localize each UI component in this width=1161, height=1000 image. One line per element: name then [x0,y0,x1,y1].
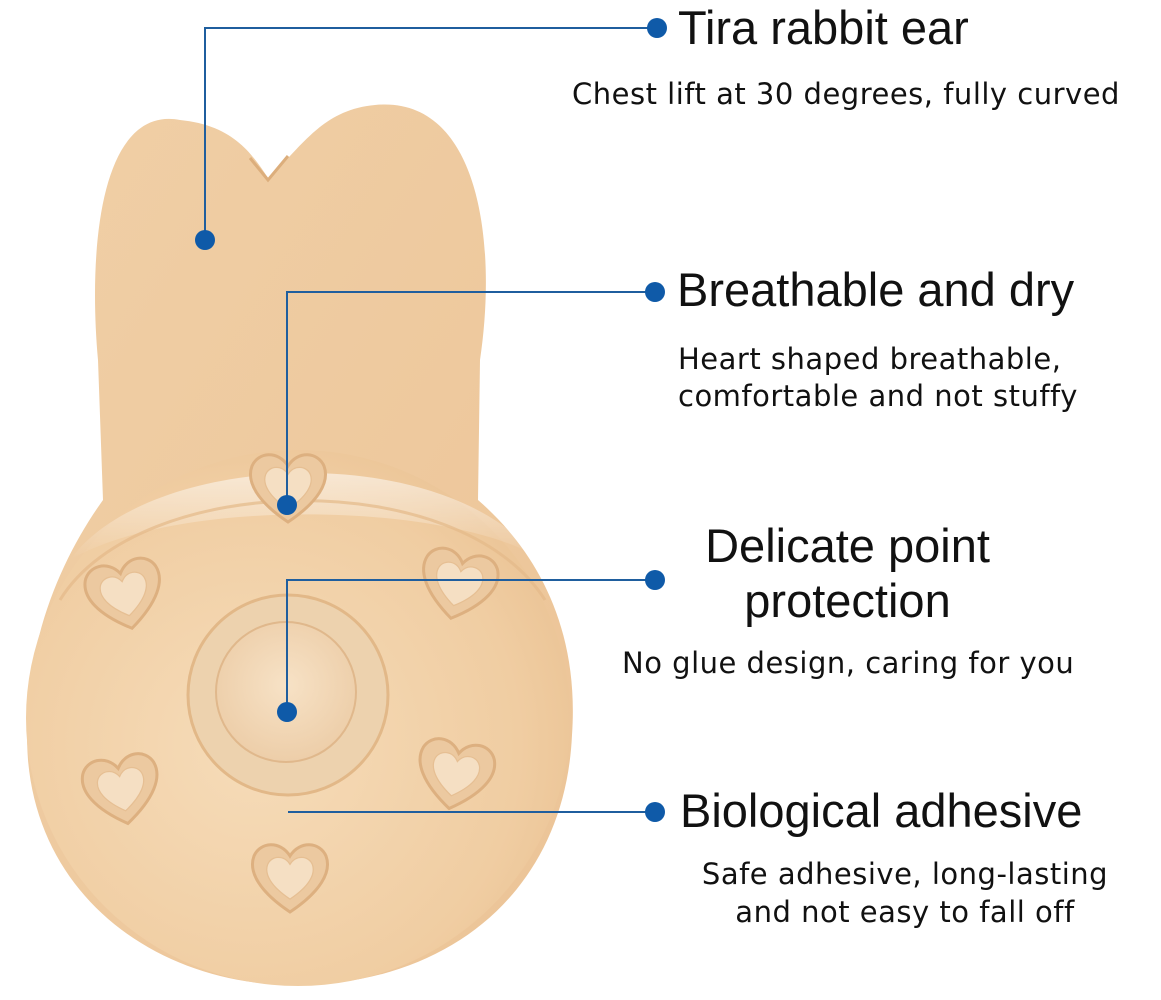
feature-description: comfortable and not stuffy [678,379,1078,413]
feature-description: and not easy to fall off [735,895,1075,929]
leader-line-ear [204,27,655,240]
feature-title: Breathable and dry [677,263,1075,316]
feature-description: No glue design, caring for you [622,646,1075,680]
callout-dot-breathable-end [645,282,665,302]
callout-dot-point-end [645,570,665,590]
breathable-hearts [80,453,500,914]
feature-title: Delicate point [705,519,990,572]
callout-dot-ear-end [647,18,667,38]
callout-leaders [195,18,667,822]
feature-title: Tira rabbit ear [678,1,969,54]
cup-shine [70,473,535,560]
callout-dot-point-start [277,702,297,722]
callout-dot-adhesive-end [645,802,665,822]
leader-line-breathable [286,291,655,505]
heart-hole-inner-icon [432,751,481,797]
heart-hole-inner-icon [266,856,314,900]
heart-hole-inner-icon [436,561,484,607]
feature-description: Heart shaped breathable, [678,342,1062,376]
ear-notch [248,155,290,183]
callout-dot-breathable-start [277,495,297,515]
feature-title: Biological adhesive [680,784,1083,837]
feature-title: protection [744,574,951,627]
feature-description: Chest lift at 30 degrees, fully curved [572,77,1120,111]
callout-dot-ear-start [195,230,215,250]
heart-hole-inner-icon [99,571,147,617]
bra-product-illustration [26,104,573,986]
leader-line-point [286,579,655,712]
heart-hole-inner-icon [96,766,145,812]
feature-description: Safe adhesive, long-lasting [701,857,1109,891]
